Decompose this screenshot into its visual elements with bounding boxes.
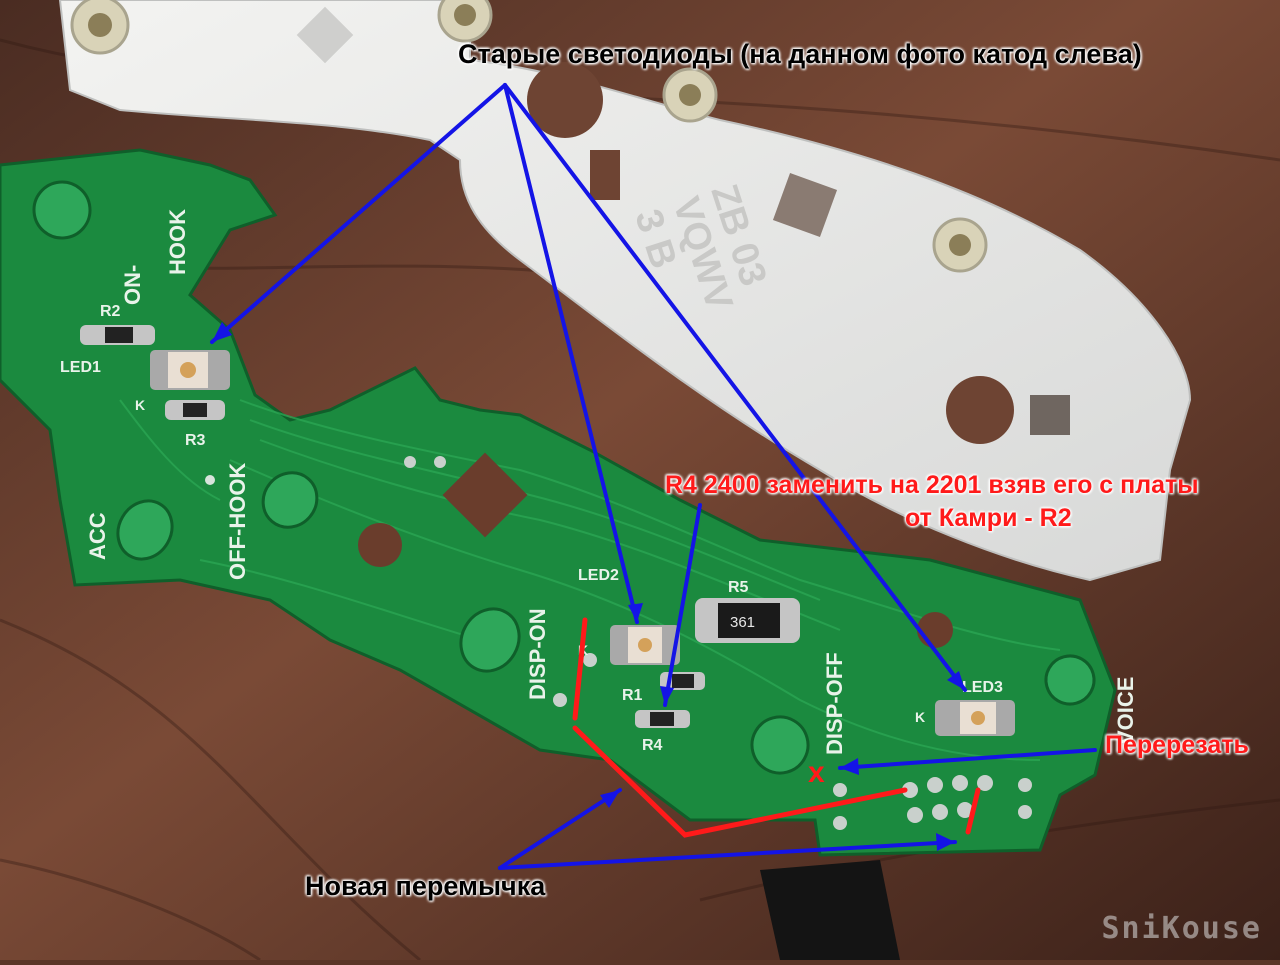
label-voice: VOICE [1113, 677, 1138, 745]
caption-old-leds: Старые светодиоды (на данном фото катод … [458, 39, 1142, 69]
carrier-window [590, 150, 620, 200]
label-led1: LED1 [60, 359, 101, 376]
carrier-big-hole [946, 376, 1014, 444]
label-off-hook: OFF-HOOK [225, 463, 250, 580]
label-r3: R3 [185, 432, 206, 449]
caption-cut: Перерезать [1105, 731, 1249, 759]
label-led2: LED2 [578, 567, 619, 584]
label-r4: R4 [642, 737, 663, 754]
green-pcb: 361 ON- HOOK OFF-HOOK ACC DISP-ON DISP-O… [0, 148, 1138, 857]
blue-arrows [210, 83, 1097, 870]
carrier-window [1030, 395, 1070, 435]
label-k3: K [915, 709, 925, 725]
label-acc: ACC [85, 512, 110, 560]
carrier-hole [949, 234, 971, 256]
black-plastic-part [760, 860, 900, 960]
r5-code: 361 [730, 614, 755, 631]
label-r2: R2 [100, 303, 121, 320]
carrier-hole [88, 13, 112, 37]
label-disp-off: DISP-OFF [822, 652, 847, 755]
caption-r4-line2: от Камри - R2 [905, 504, 1072, 532]
contact-pads [32, 180, 1096, 775]
carrier-hole [454, 4, 476, 26]
label-k1: K [135, 397, 145, 413]
caption-r4-line1: R4 2400 заменить на 2201 взяв его с плат… [665, 471, 1199, 499]
label-on-hook: ON- [120, 265, 145, 305]
label-led3: LED3 [962, 679, 1003, 696]
label-r1: R1 [622, 687, 643, 704]
red-jumper-marks [572, 617, 981, 838]
carrier-big-hole [527, 62, 603, 138]
watermark: SniKouse [1101, 911, 1262, 946]
plastic-button-carrier: ZB 03 VQWV 3 B [58, 0, 1192, 582]
carrier-hole [679, 84, 701, 106]
caption-new-jumper: Новая перемычка [305, 871, 546, 901]
label-r5: R5 [728, 579, 749, 596]
connector-pins [404, 456, 1032, 830]
label-disp-on: DISP-ON [525, 608, 550, 700]
carrier-window [772, 172, 838, 238]
cut-x-mark: x [808, 756, 825, 789]
blue-arrowheads [212, 322, 965, 851]
label-on-hook: HOOK [165, 209, 190, 275]
